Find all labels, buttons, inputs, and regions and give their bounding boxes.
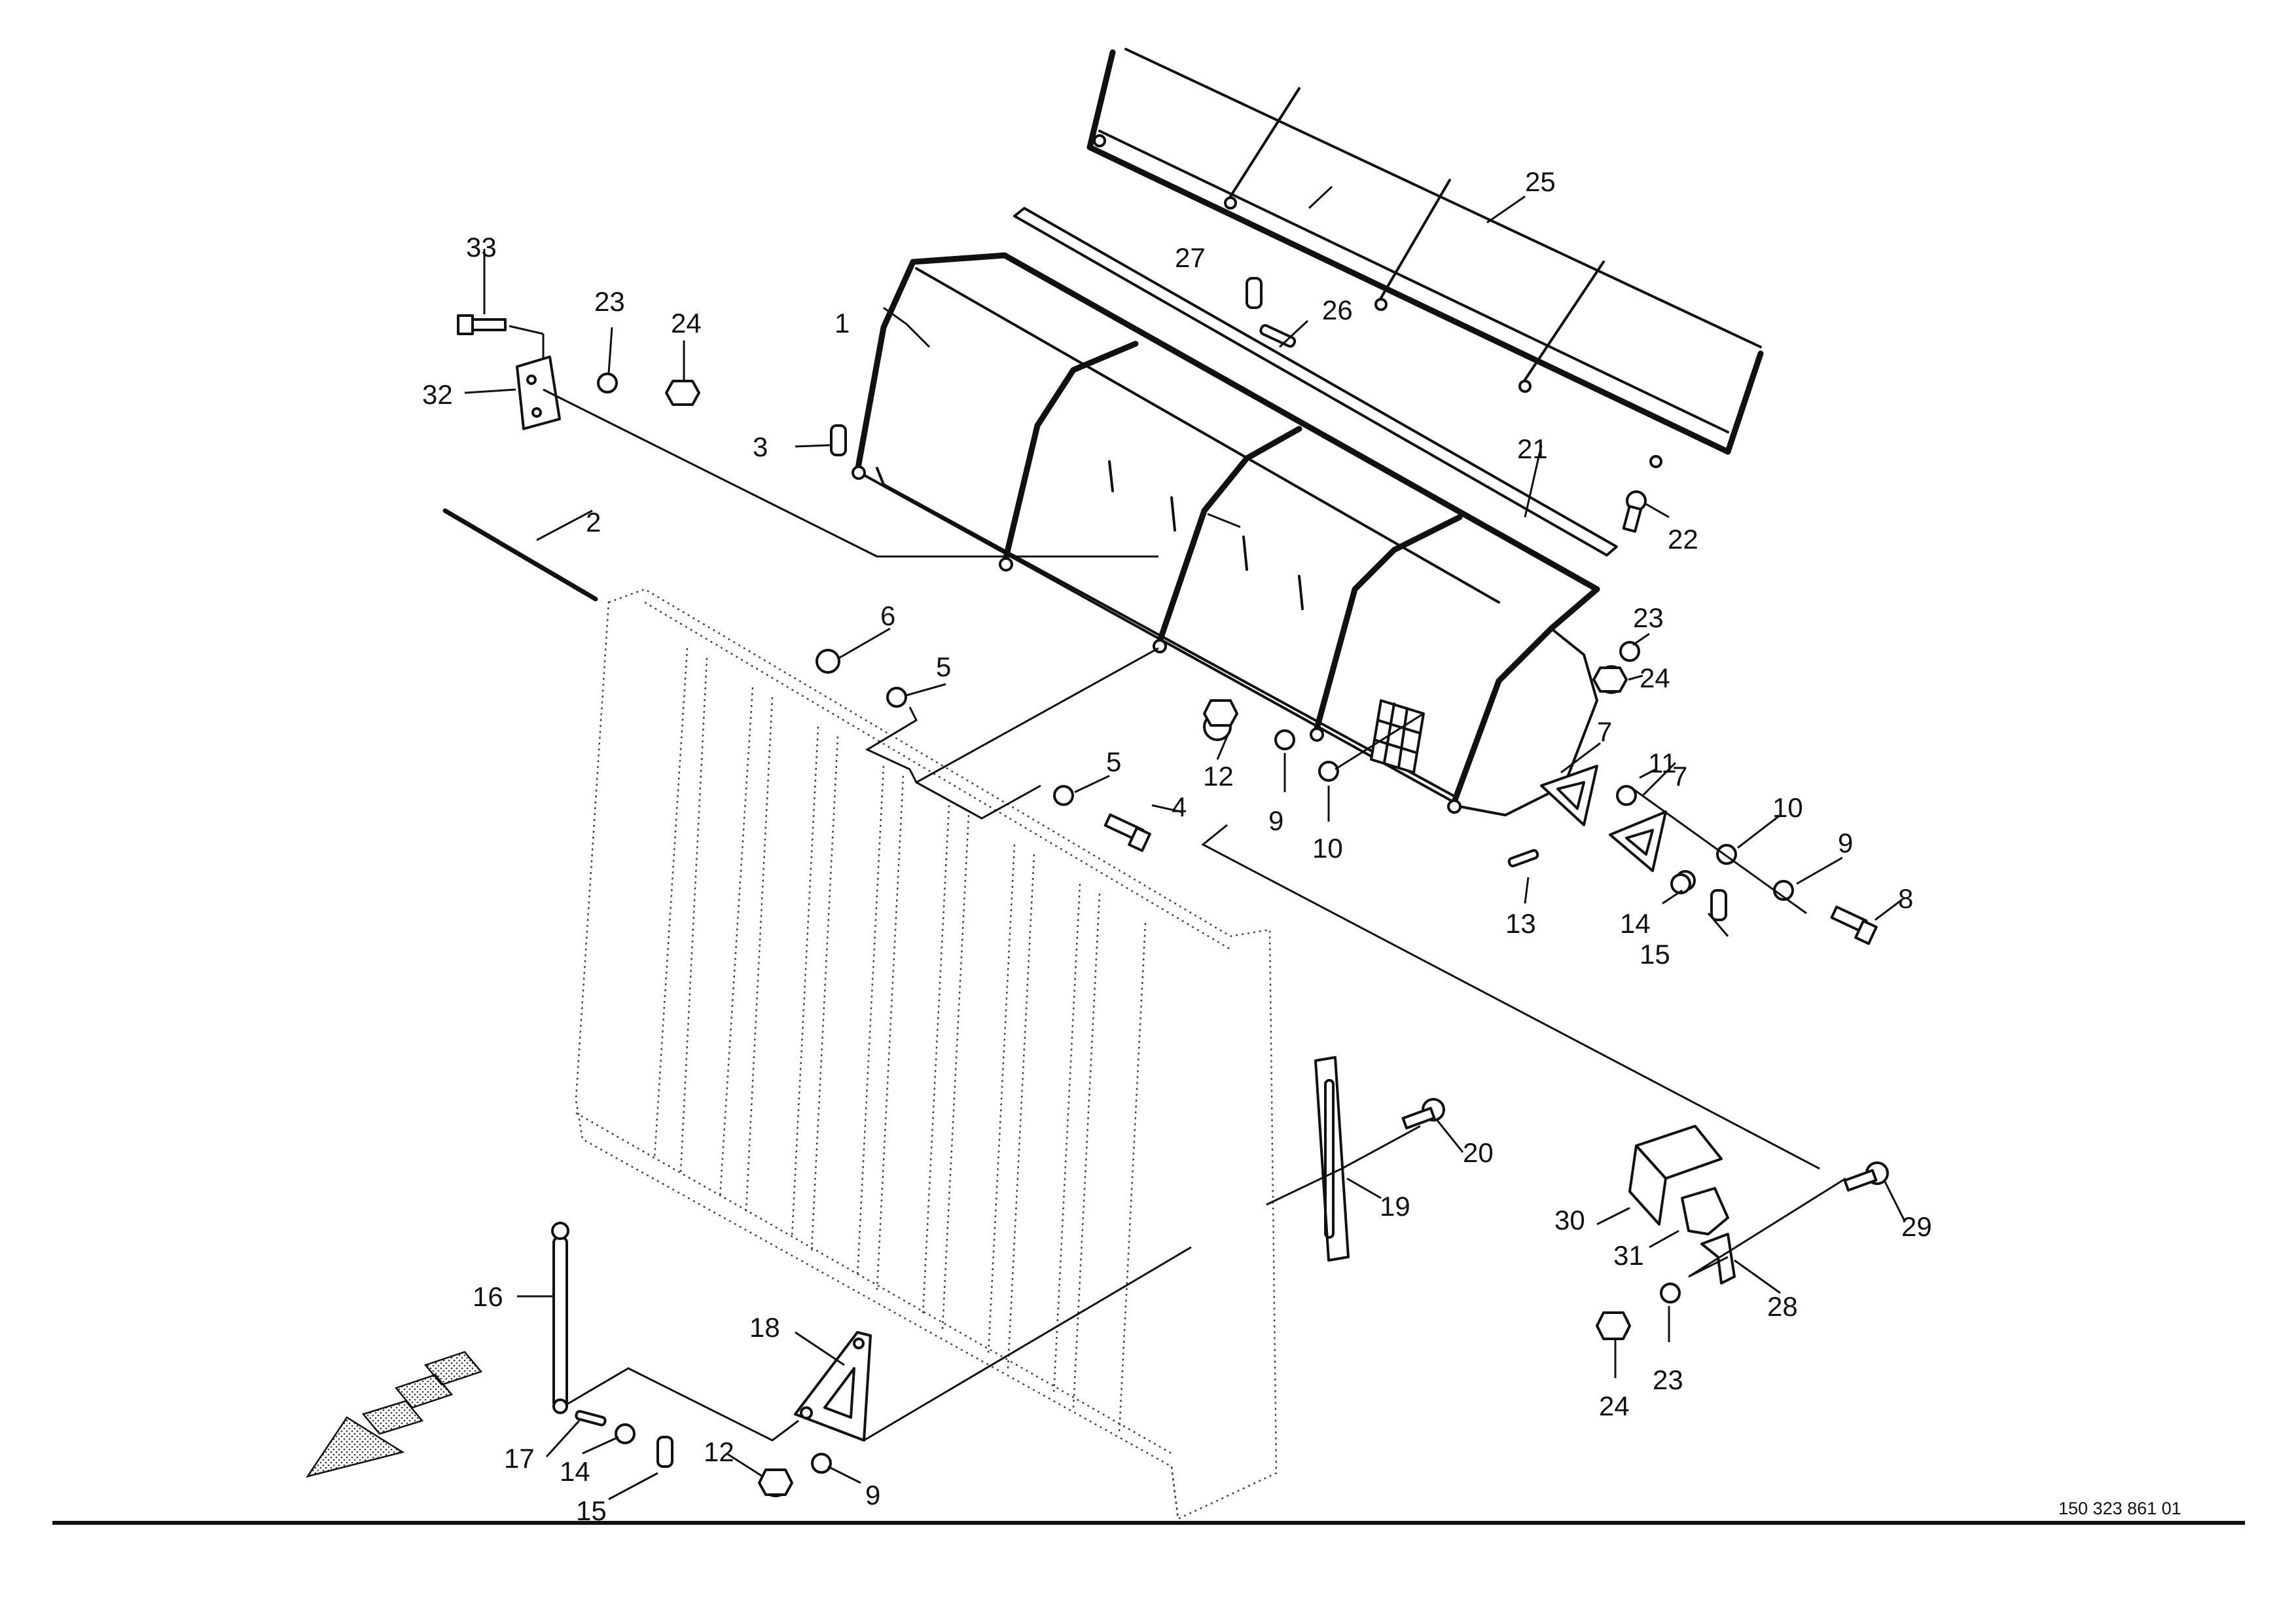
rear-panel-outline	[575, 588, 1278, 1520]
part-18-bracket	[794, 1331, 872, 1442]
grid-pad	[1370, 699, 1425, 774]
part-13-pin	[1507, 848, 1539, 867]
part-24-nuts	[665, 380, 1631, 1340]
callout-25: 25	[1525, 166, 1556, 197]
direction-arrow	[306, 1351, 483, 1478]
part-25-grid-frame	[1086, 48, 1764, 468]
part-31-light	[1681, 1187, 1729, 1235]
callout-18: 18	[749, 1312, 780, 1343]
callout-28: 28	[1767, 1291, 1798, 1322]
part-32-bracket	[516, 356, 561, 430]
callout-8: 8	[1898, 883, 1913, 914]
callout-7b: 7	[1672, 761, 1687, 792]
callout-labels: 1 2 3 4 5 5 6 7 7 8 9 9 9 10 10 11 12 12…	[422, 166, 1932, 1526]
callout-23a: 23	[594, 286, 625, 317]
callout-15a: 15	[1640, 939, 1670, 970]
callout-24a: 24	[671, 308, 702, 338]
part-28-bracket	[1700, 1233, 1736, 1285]
part-22-screw	[1622, 490, 1647, 533]
part-27-pin	[1246, 277, 1263, 309]
part-4-bolt	[1103, 813, 1151, 852]
callout-31: 31	[1613, 1240, 1644, 1271]
part-17-pin	[575, 1410, 607, 1427]
callout-5a: 5	[936, 651, 951, 682]
callout-30: 30	[1554, 1205, 1585, 1235]
part-19-slotted-plate	[1314, 1056, 1350, 1262]
callout-20: 20	[1463, 1137, 1494, 1168]
part-12-nuts	[758, 699, 1238, 1496]
part-30-bracket	[1628, 1125, 1723, 1226]
callout-22: 22	[1668, 524, 1698, 555]
callout-4: 4	[1172, 792, 1187, 822]
callout-24c: 24	[1599, 1391, 1630, 1421]
part-29-screw	[1843, 1161, 1889, 1192]
callout-13: 13	[1505, 908, 1536, 939]
callout-17: 17	[504, 1443, 535, 1474]
callout-11: 11	[1648, 748, 1677, 778]
callout-14a: 14	[1620, 908, 1651, 939]
callout-9a: 9	[1268, 805, 1283, 836]
callout-9c: 9	[865, 1480, 880, 1510]
callout-9b: 9	[1838, 828, 1853, 858]
callout-24b: 24	[1640, 663, 1670, 693]
part-15-pins	[656, 889, 1727, 1468]
part-1-tray	[852, 252, 1600, 816]
callout-7a: 7	[1597, 716, 1612, 747]
callout-21: 21	[1517, 433, 1548, 464]
callout-26: 26	[1322, 295, 1353, 325]
callout-12b: 12	[704, 1436, 734, 1467]
part-2-rod	[442, 508, 598, 602]
callout-33: 33	[466, 232, 497, 263]
callout-19: 19	[1380, 1191, 1410, 1222]
part-33-bolt	[457, 314, 507, 335]
part-20-screw	[1401, 1098, 1445, 1130]
part-16-strut	[551, 1222, 569, 1414]
leader-lines	[464, 185, 1906, 1501]
callout-14b: 14	[560, 1456, 590, 1487]
callout-23b: 23	[1633, 602, 1664, 633]
part-21-bar	[1013, 207, 1618, 556]
callout-23c: 23	[1653, 1364, 1683, 1395]
callout-5b: 5	[1106, 746, 1121, 777]
callout-27: 27	[1175, 242, 1206, 273]
callout-6: 6	[880, 600, 895, 631]
callout-2: 2	[586, 507, 601, 538]
callout-10a: 10	[1312, 833, 1343, 864]
callout-29: 29	[1901, 1211, 1932, 1242]
document-number: 150 323 861 01	[2058, 1499, 2181, 1518]
callout-10b: 10	[1772, 792, 1803, 823]
part-8-bolt	[1830, 905, 1878, 945]
callout-32: 32	[422, 379, 453, 410]
part-3-pin	[830, 424, 847, 456]
callout-16: 16	[473, 1281, 503, 1312]
callout-12a: 12	[1203, 761, 1234, 792]
callout-1: 1	[834, 308, 850, 338]
part-7-plates	[1540, 765, 1667, 872]
callout-3: 3	[753, 431, 768, 462]
